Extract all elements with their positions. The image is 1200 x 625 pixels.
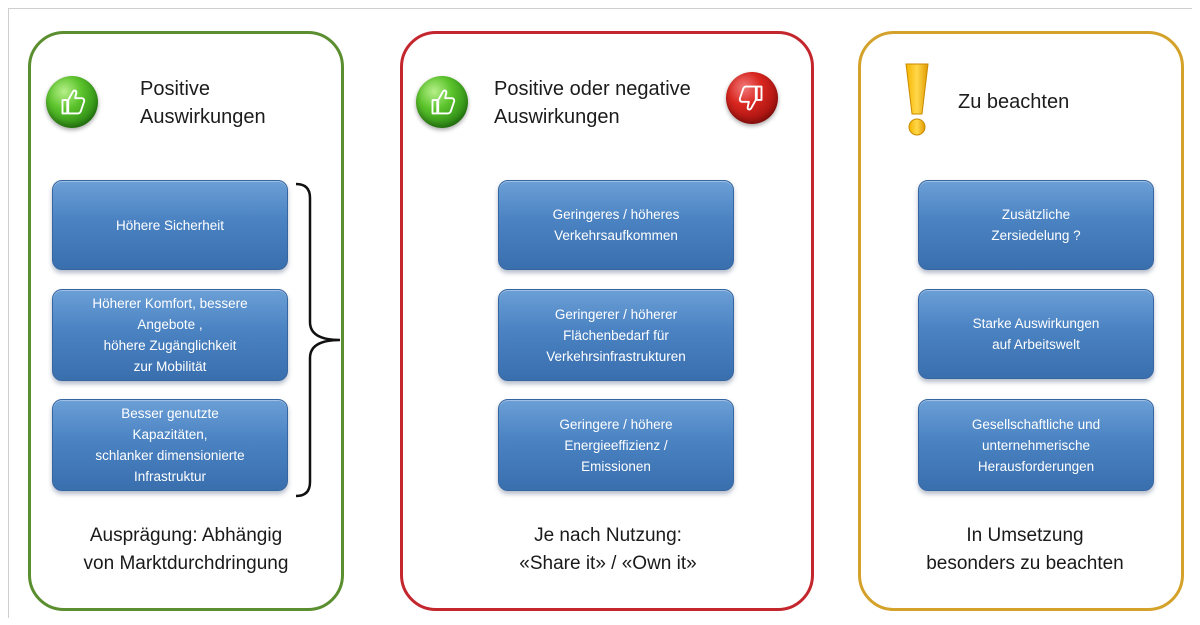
footer-caution: In Umsetzung besonders zu beachten: [926, 525, 1124, 574]
thumbs-up-icon: [46, 76, 98, 128]
box-flaechenbedarf: Geringerer / höherer Flächenbedarf für V…: [498, 289, 734, 381]
box-arbeitswelt: Starke Auswirkungen auf Arbeitswelt: [918, 289, 1154, 379]
box-hoehere-sicherheit: Höhere Sicherheit: [52, 180, 288, 270]
box-herausforderungen: Gesellschaftliche und unternehmerische H…: [918, 399, 1154, 491]
box-besser-genutzte-kapazitaeten: Besser genutzte Kapazitäten, schlanker d…: [52, 399, 288, 491]
exclamation-icon: [905, 63, 929, 136]
box-verkehrsaufkommen: Geringeres / höheres Verkehrsaufkommen: [498, 180, 734, 270]
heading-caution: Zu beachten: [958, 91, 1070, 113]
heading-mixed: Positive oder negative Auswirkungen: [494, 78, 691, 128]
box-hoeherer-komfort: Höherer Komfort, bessere Angebote , höhe…: [52, 289, 288, 381]
box-zersiedelung: Zusätzliche Zersiedelung ?: [918, 180, 1154, 270]
curly-brace: [295, 182, 341, 498]
box-energieeffizienz: Geringere / höhere Energieeffizienz / Em…: [498, 399, 734, 491]
heading-positive: Positive Auswirkungen: [140, 78, 266, 128]
thumbs-up-icon: [416, 76, 468, 128]
thumbs-down-icon: [726, 72, 778, 124]
footer-positive: Ausprägung: Abhängig von Marktdurchdring…: [83, 525, 289, 574]
footer-mixed: Je nach Nutzung: «Share it» / «Own it»: [519, 525, 697, 574]
outer-frame: [8, 8, 1192, 618]
